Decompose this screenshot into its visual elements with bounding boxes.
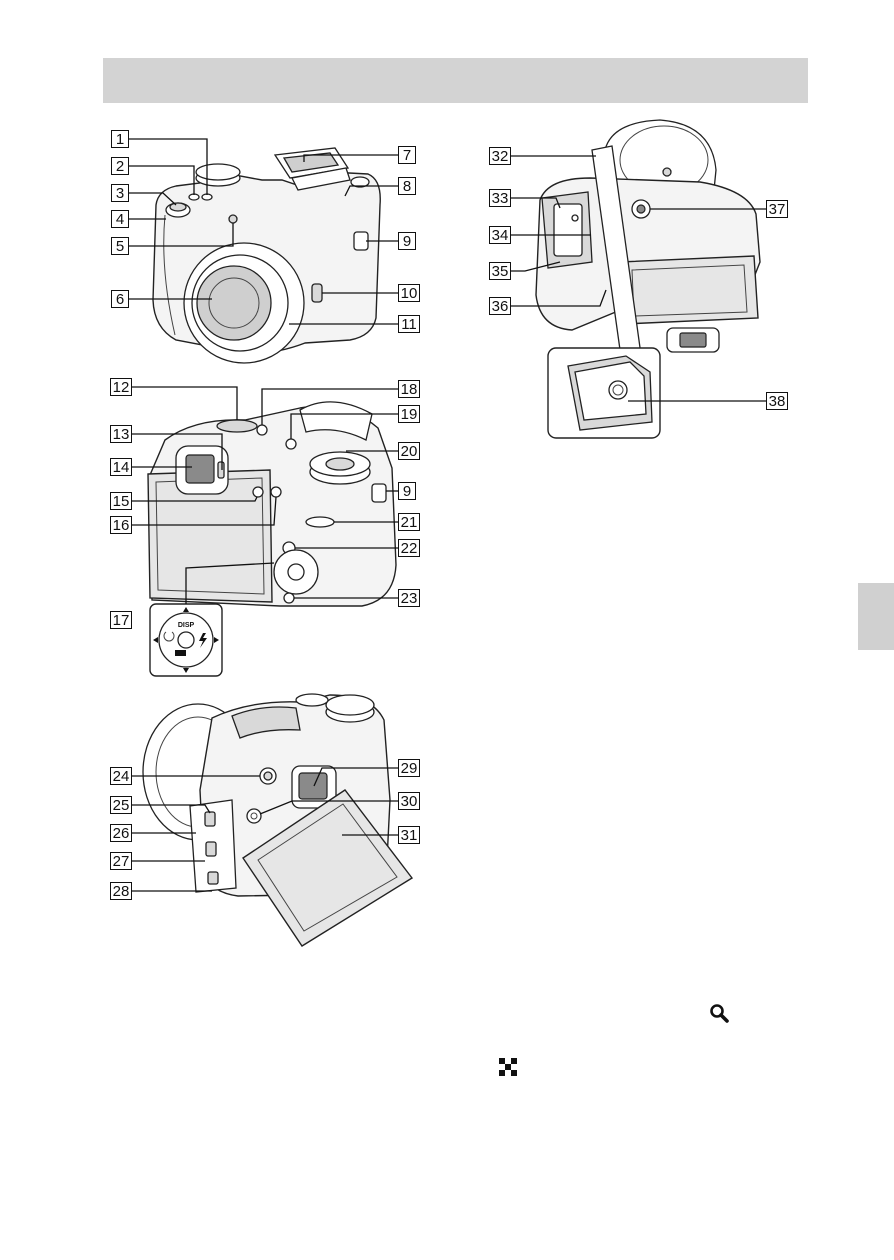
front-view-camera-illustration bbox=[153, 148, 380, 363]
callout-26: 26 bbox=[110, 824, 132, 842]
callout-37: 37 bbox=[766, 200, 788, 218]
callout-34: 34 bbox=[489, 226, 511, 244]
callout-3: 3 bbox=[111, 184, 129, 202]
callout-10: 10 bbox=[398, 284, 420, 302]
callout-18: 18 bbox=[398, 380, 420, 398]
callout-14: 14 bbox=[110, 458, 132, 476]
scene-icon bbox=[175, 650, 186, 656]
callout-17: 17 bbox=[110, 611, 132, 629]
callout-16: 16 bbox=[110, 516, 132, 534]
disp-label: DISP bbox=[178, 622, 195, 629]
callout-28: 28 bbox=[110, 882, 132, 900]
callout-9-back: 9 bbox=[398, 482, 416, 500]
callout-38: 38 bbox=[766, 392, 788, 410]
callout-5: 5 bbox=[111, 237, 129, 255]
callout-22: 22 bbox=[398, 539, 420, 557]
rear-angled-view-camera-illustration bbox=[143, 694, 412, 946]
callout-12: 12 bbox=[110, 378, 132, 396]
callout-33: 33 bbox=[489, 189, 511, 207]
callout-35: 35 bbox=[489, 262, 511, 280]
callout-13: 13 bbox=[110, 425, 132, 443]
magnifier-icon bbox=[709, 1003, 729, 1023]
callout-31: 31 bbox=[398, 826, 420, 844]
callout-20: 20 bbox=[398, 442, 420, 460]
control-wheel-inset: DISP bbox=[150, 604, 222, 676]
battery-side-view-camera-illustration bbox=[536, 120, 760, 438]
callout-21: 21 bbox=[398, 513, 420, 531]
back-view-camera-illustration bbox=[148, 402, 396, 606]
callout-6: 6 bbox=[111, 290, 129, 308]
callout-19: 19 bbox=[398, 405, 420, 423]
callout-29: 29 bbox=[398, 759, 420, 777]
callout-7: 7 bbox=[398, 146, 416, 164]
callout-32: 32 bbox=[489, 147, 511, 165]
callout-2: 2 bbox=[111, 157, 129, 175]
callout-15: 15 bbox=[110, 492, 132, 510]
callout-36: 36 bbox=[489, 297, 511, 315]
callout-4: 4 bbox=[111, 210, 129, 228]
callout-1: 1 bbox=[111, 130, 129, 148]
callout-23: 23 bbox=[398, 589, 420, 607]
callout-27: 27 bbox=[110, 852, 132, 870]
callout-9: 9 bbox=[398, 232, 416, 250]
callout-25: 25 bbox=[110, 796, 132, 814]
callout-30: 30 bbox=[398, 792, 420, 810]
callout-11: 11 bbox=[398, 315, 420, 333]
callout-8: 8 bbox=[398, 177, 416, 195]
callout-24: 24 bbox=[110, 767, 132, 785]
index-grid-icon bbox=[498, 1057, 518, 1077]
